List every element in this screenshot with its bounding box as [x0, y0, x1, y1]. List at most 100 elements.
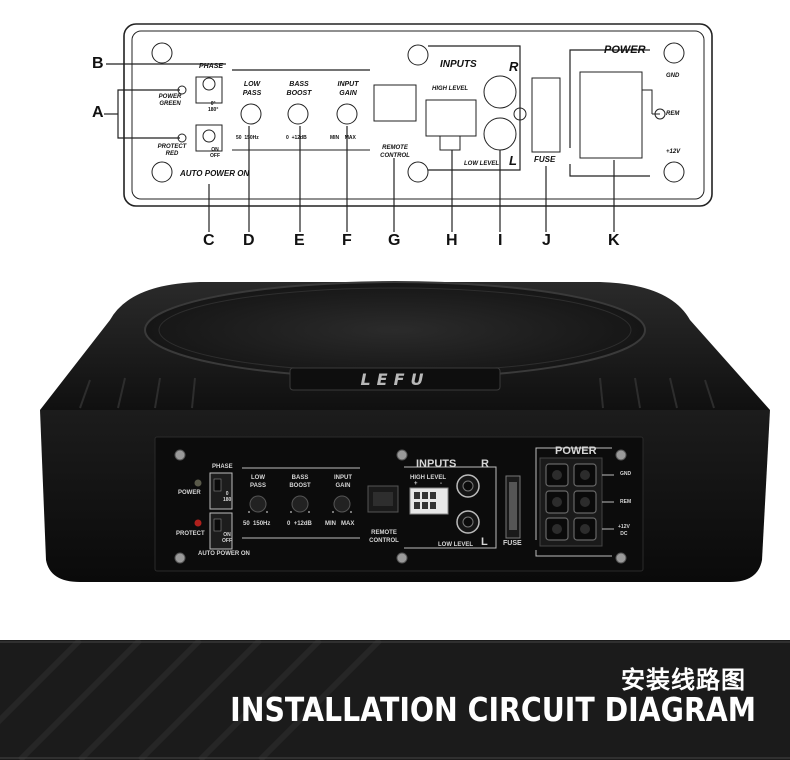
callout-C: C: [203, 232, 215, 249]
diagram-screw: [663, 42, 685, 64]
diagram-knob-input-gain: [336, 103, 358, 125]
label-high-level: HIGH LEVEL: [432, 86, 469, 92]
callout-J: J: [542, 232, 551, 249]
callout-E: E: [294, 232, 305, 249]
diagram-screw: [663, 161, 685, 183]
label-fuse: FUSE: [534, 155, 556, 164]
banner-title-chinese: 安装线路图: [621, 666, 746, 694]
label-inputs: INPUTS: [440, 59, 477, 70]
label-low-level: LOW LEVEL: [464, 161, 499, 167]
power-led: [194, 479, 202, 487]
diagram-led-power: [177, 85, 187, 95]
diagram-phase-switch: [195, 76, 223, 104]
callout-G: G: [388, 232, 401, 249]
brand-logo: LEFU: [360, 370, 430, 389]
callout-H: H: [446, 232, 458, 249]
label-12v: +12V: [666, 149, 681, 155]
banner-texture: [0, 640, 790, 760]
photo-label-input-gain-range: MIN MAX: [325, 521, 355, 527]
photo-label-power-header: POWER: [555, 445, 597, 457]
photo-label-plus: +: [414, 481, 418, 487]
bass-boost-knob: [291, 495, 309, 513]
callout-K: K: [608, 232, 620, 249]
diagram-screw: [151, 42, 173, 64]
photo-label-power: POWER: [178, 490, 201, 496]
label-phase-values: 0°180°: [208, 101, 219, 113]
diagram-fuse: [531, 77, 561, 153]
panel-screw: [396, 552, 408, 564]
diagram-screw: [407, 44, 429, 66]
diagram-plate-outer: [123, 23, 713, 207]
subwoofer-body-art: [40, 281, 770, 582]
diagram-rca-right: [483, 75, 517, 109]
photo-label-gnd: GND: [620, 471, 632, 477]
panel-screw: [615, 449, 627, 461]
callout-D: D: [243, 232, 255, 249]
photo-label-auto-power-on: AUTO POWER ON: [198, 551, 250, 557]
label-low-pass-range: 50 150Hz: [236, 135, 259, 141]
input-gain-knob: [333, 495, 351, 513]
panel-screw: [174, 449, 186, 461]
subwoofer-grille: [144, 281, 646, 379]
diagram-knob-low-pass: [240, 103, 262, 125]
label-bass-boost-range: 0 +12dB: [286, 135, 307, 141]
photo-label-minus: -: [440, 481, 442, 487]
label-auto-power-on: AUTO POWER ON: [180, 169, 250, 178]
label-input-gain-range: MIN MAX: [330, 135, 356, 141]
banner-title-english: INSTALLATION CIRCUIT DIAGRAM: [230, 690, 757, 729]
callout-I: I: [498, 232, 503, 249]
label-r: R: [509, 59, 519, 74]
photo-label-protect: PROTECT: [176, 531, 205, 537]
panel-screw: [396, 449, 408, 461]
photo-label-low-level: LOW LEVEL: [438, 542, 473, 548]
callout-A: A: [92, 104, 104, 121]
logo-plate: [289, 367, 501, 391]
photo-label-low-pass-range: 50 150Hz: [243, 521, 271, 527]
callout-B: B: [92, 55, 104, 72]
diagram-screw: [151, 161, 173, 183]
diagram-rca-left: [483, 117, 517, 151]
label-power: POWER: [604, 44, 646, 56]
title-banner: [0, 640, 790, 760]
photo-label-high-level: HIGH LEVEL: [410, 475, 447, 481]
label-gnd: GND: [666, 73, 680, 79]
panel-screw: [615, 552, 627, 564]
diagram-high-level-connector: [425, 99, 477, 137]
photo-label-inputs: INPUTS: [416, 458, 457, 470]
protect-led: [194, 519, 202, 527]
diagram-remote-port: [373, 84, 417, 122]
photo-label-phase: PHASE: [212, 464, 233, 470]
callout-F: F: [342, 232, 352, 249]
diagram-knob-bass-boost: [287, 103, 309, 125]
low-pass-knob: [249, 495, 267, 513]
photo-label-fuse: FUSE: [503, 540, 522, 547]
diagram-led-protect: [177, 133, 187, 143]
photo-label-bass-boost-range: 0 +12dB: [287, 521, 312, 527]
label-phase: PHASE: [198, 63, 224, 70]
panel-screw: [174, 552, 186, 564]
diagram-power-terminal: [579, 71, 643, 159]
diagram-plate-inner: [131, 30, 705, 200]
label-rem: REM: [666, 111, 680, 117]
diagram-auto-power-switch: [195, 124, 223, 152]
photo-label-rem: REM: [620, 499, 632, 505]
high-level-connector: [409, 487, 449, 515]
photo-label-r: R: [481, 458, 489, 470]
diagram-lines: [104, 23, 713, 232]
